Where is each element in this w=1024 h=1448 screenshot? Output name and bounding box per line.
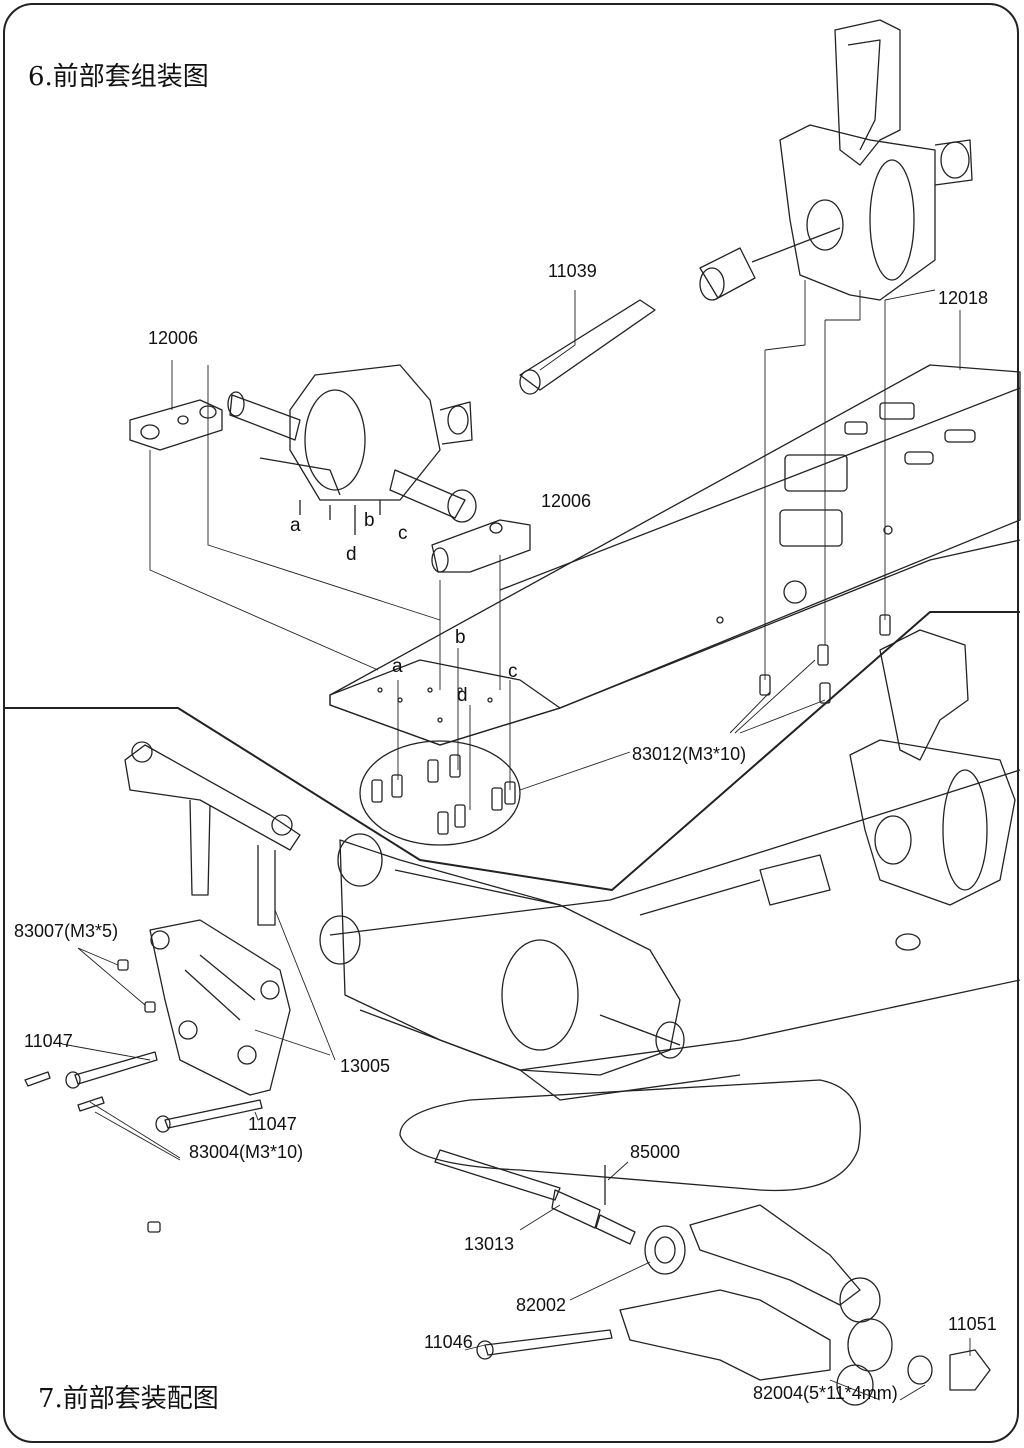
hole-label-d-plate: d [457, 685, 468, 706]
part-label-83004: 83004(M3*10) [189, 1142, 304, 1162]
part-label-13005: 13005 [340, 1056, 391, 1076]
bearing-82002 [644, 1225, 686, 1275]
section-6-title: 6.前部套组装图 [28, 62, 209, 92]
part-label-82002: 82002 [516, 1295, 567, 1315]
body-post-13005 [124, 741, 301, 926]
section-divider [3, 611, 1020, 891]
part-label-12018: 12018 [938, 288, 989, 308]
hinge-pin-11046 [476, 1329, 613, 1360]
mount-12006-right [431, 519, 531, 573]
gearbox-lower-right [849, 629, 1016, 906]
leader-lines-lower [61, 909, 971, 1401]
hole-label-b-plate: b [455, 627, 466, 648]
front-diff-assembly [319, 833, 831, 1076]
chassis-plate-lower [329, 769, 1021, 1101]
hole-label-c-top: c [398, 523, 408, 544]
shock-tower-plate [149, 919, 291, 1096]
hole-label-d-top: d [346, 544, 357, 565]
part-label-11047-right: 11047 [248, 1114, 297, 1134]
screw-detail-circle [359, 740, 521, 846]
part-label-11047-left: 11047 [24, 1031, 73, 1051]
lower-left-hardware [24, 959, 263, 1233]
screws-83012 [371, 614, 891, 835]
part-label-11051: 11051 [948, 1314, 997, 1334]
page-frame [3, 3, 1019, 1443]
chassis-plate-top [329, 364, 1021, 746]
part-label-12006-right: 12006 [541, 491, 592, 511]
suspension-arms [619, 1204, 991, 1406]
part-label-83007: 83007(M3*5) [14, 921, 119, 941]
hole-label-a-plate: a [392, 656, 403, 677]
leader-lines-top [149, 280, 961, 810]
hole-label-b-top: b [364, 510, 375, 531]
part-label-13013: 13013 [464, 1234, 515, 1254]
part-label-85000: 85000 [630, 1142, 681, 1162]
section-7-title: 7.前部套装配图 [38, 1384, 219, 1414]
diff-box-assembly [227, 364, 477, 535]
detail-bubble [399, 1079, 861, 1192]
hole-label-a-top: a [290, 515, 301, 536]
hole-label-c-plate: c [508, 661, 518, 682]
part-label-11046: 11046 [424, 1332, 473, 1352]
part-label-12006-left: 12006 [148, 328, 199, 348]
mount-plate [329, 659, 561, 746]
driveshaft-11039 [519, 227, 841, 395]
driveshaft-13013 [434, 1149, 636, 1245]
part-label-11039: 11039 [548, 261, 597, 281]
gearbox-top-right [779, 19, 973, 301]
part-label-82004: 82004(5*11*4mm) [753, 1383, 898, 1403]
part-label-83012: 83012(M3*10) [632, 744, 747, 764]
